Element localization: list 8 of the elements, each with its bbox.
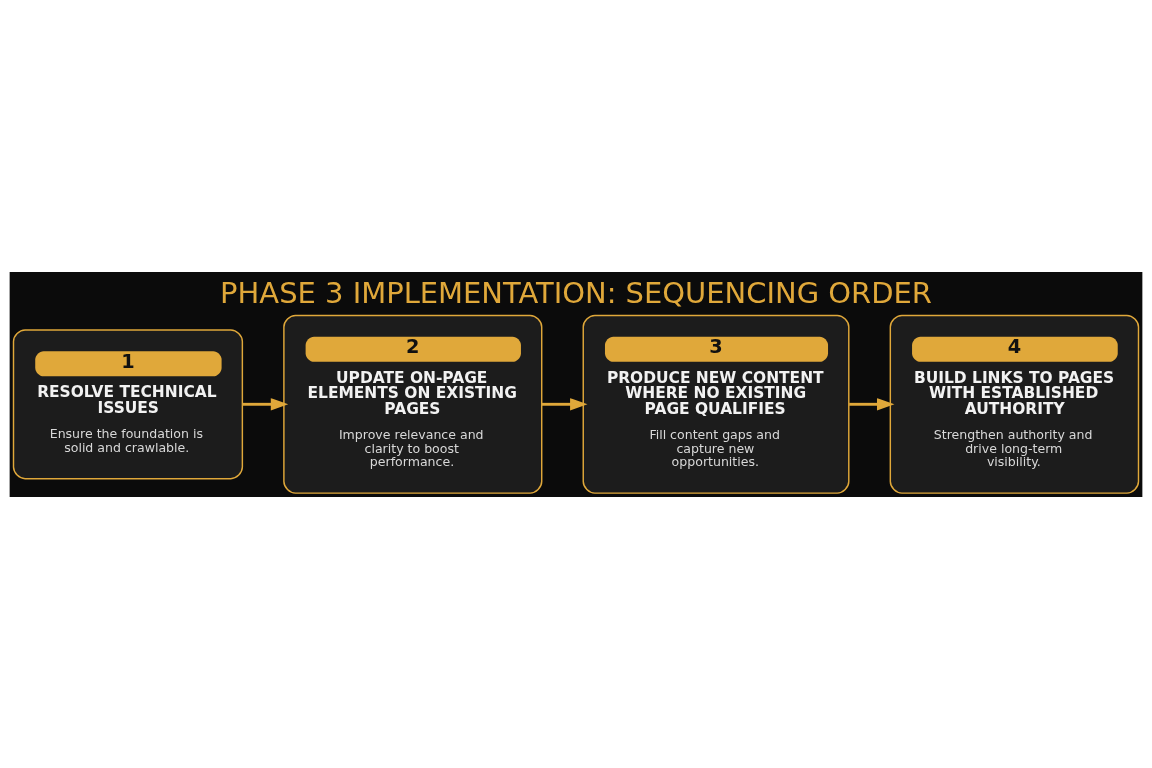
node-box: 2 UPDATE ON-PAGE ELEMENTS ON EXISTING PAGES Improve relevance and clarity to boost performance. — [283, 314, 543, 494]
arrow — [242, 397, 289, 410]
node-box: 1 RESOLVE TECHNICAL ISSUES Ensure the foundation is solid and crawlable. — [12, 328, 244, 479]
diagram-title: PHASE 3 IMPLEMENTATION: SEQUENCING ORDER — [220, 275, 932, 310]
node-box: 3 PRODUCE NEW CONTENT WHERE NO EXISTING PAGE QUALIFIES Fill content gaps and capture new opportunities. — [582, 314, 850, 494]
arrow — [849, 397, 895, 410]
node-box: 4 BUILD LINKS TO PAGES WITH ESTABLISHED AUTHORITY Strengthen authority and drive long-term visibility. — [889, 314, 1140, 494]
arrow — [542, 397, 588, 410]
